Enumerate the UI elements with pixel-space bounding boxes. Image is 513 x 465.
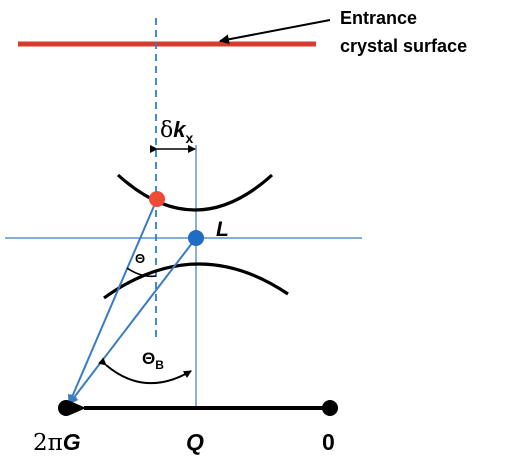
- surface-pointer-arrow: [219, 19, 331, 45]
- theta-label: Θ: [135, 251, 145, 266]
- wavevector-l-point: [68, 237, 197, 405]
- l-point: [188, 230, 204, 246]
- b-subscript: B: [155, 358, 164, 372]
- g-point: [58, 400, 74, 416]
- upper-dispersion-branch: [116, 173, 274, 212]
- wavevector-red-point: [67, 198, 158, 405]
- lower-dispersion-branch: [103, 262, 289, 300]
- two-pi-symbol: 2π: [33, 430, 63, 456]
- g-symbol: G: [63, 429, 81, 455]
- x-subscript: x: [186, 130, 194, 146]
- red-tie-point: [149, 191, 165, 207]
- theta-b-angle-arc: [98, 357, 192, 384]
- theta-angle-arc: [126, 267, 157, 278]
- crystal-surface-label: crystal surface: [340, 36, 467, 56]
- k-symbol: k: [173, 117, 187, 142]
- delta-symbol: δ: [160, 118, 173, 143]
- two-pi-g-label: 2πG: [33, 429, 81, 456]
- entrance-label: Entrance: [340, 8, 417, 28]
- theta-b-label: ΘB: [142, 349, 164, 372]
- q-label: Q: [186, 429, 204, 455]
- delta-kx-label: δkx: [160, 117, 194, 146]
- theta-b-symbol: Θ: [142, 349, 155, 368]
- zero-label: 0: [322, 429, 335, 455]
- origin-point: [322, 400, 338, 416]
- l-label: L: [216, 218, 229, 241]
